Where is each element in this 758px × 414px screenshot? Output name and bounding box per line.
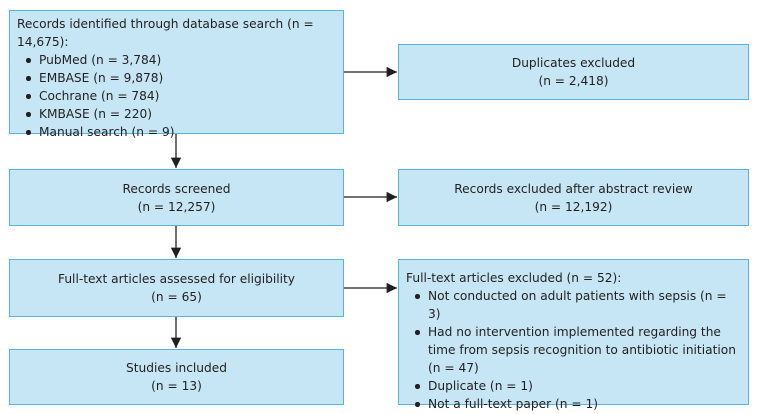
duplicates-excluded-label: Duplicates excluded (511, 56, 636, 70)
fulltext-assessed-label: Full-text articles assessed for eligibil… (57, 272, 295, 286)
studies-included-count: (n = 13) (151, 379, 202, 393)
database-list: PubMed (n = 3,784) EMBASE (n = 9,878) Co… (17, 51, 335, 141)
list-item: Not a full-text paper (n = 1) (406, 395, 740, 413)
list-item: Duplicate (n = 1) (406, 377, 740, 395)
duplicates-excluded-count: (n = 2,418) (538, 74, 609, 88)
duplicates-excluded-box: Duplicates excluded (n = 2,418) (398, 44, 749, 100)
studies-included-box: Studies included (n = 13) (9, 349, 344, 405)
records-excluded-count: (n = 12,192) (534, 199, 613, 214)
records-identified-heading: Records identified through database sear… (17, 17, 314, 49)
list-item: PubMed (n = 3,784) (17, 51, 335, 69)
fulltext-assessed-box: Full-text articles assessed for eligibil… (9, 259, 344, 317)
studies-included-label: Studies included (126, 361, 227, 375)
records-identified-box: Records identified through database sear… (9, 10, 344, 139)
list-item: Manual search (n = 9) (17, 123, 335, 141)
records-excluded-label: Records excluded after abstract review (454, 181, 693, 196)
fulltext-excluded-heading: Full-text articles excluded (n = 52): (406, 271, 622, 285)
list-item: Not conducted on adult patients with sep… (406, 287, 740, 323)
list-item: Had no intervention implemented regardin… (406, 323, 740, 377)
records-screened-box: Records screened (n = 12,257) (9, 169, 344, 226)
list-item: Cochrane (n = 784) (17, 87, 335, 105)
fulltext-excluded-box: Full-text articles excluded (n = 52): No… (398, 259, 749, 411)
records-screened-count: (n = 12,257) (137, 199, 216, 214)
list-item: EMBASE (n = 9,878) (17, 69, 335, 87)
list-item: KMBASE (n = 220) (17, 105, 335, 123)
fulltext-assessed-count: (n = 65) (151, 290, 202, 304)
exclusion-reasons-list: Not conducted on adult patients with sep… (406, 287, 740, 413)
records-excluded-box: Records excluded after abstract review (… (398, 169, 749, 226)
records-screened-label: Records screened (122, 181, 231, 196)
